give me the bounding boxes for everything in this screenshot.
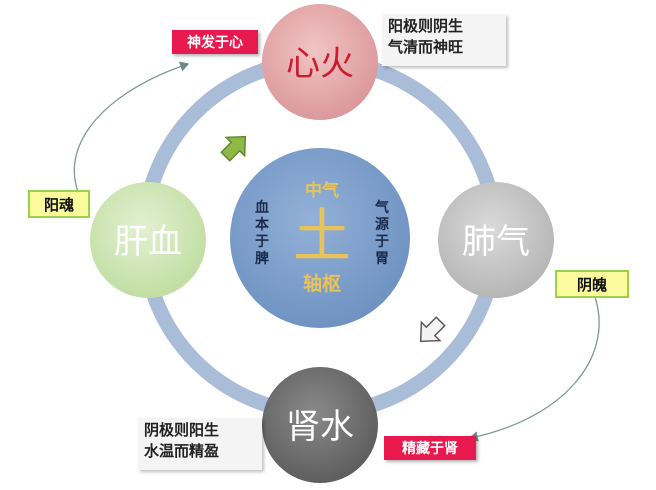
center-bottom-label: 轴枢 [303,272,341,295]
kidney-label: 肾水 [286,407,354,447]
gray-down-left-arrow-icon [419,316,446,343]
shen-fa-label: 神发于心 [172,30,258,54]
center-left-char: 于 [255,234,269,250]
jing-cang-label: 精藏于肾 [384,436,476,460]
center-right-char: 源 [375,217,389,233]
note-line: 阳极则阴生 [388,17,464,35]
note-line: 水温而精盈 [144,442,220,460]
center-left-char: 血 [255,200,269,216]
center-circle [230,148,410,328]
lung-node [438,182,554,298]
center-top-label: 中气 [305,180,339,201]
heart-node [262,4,378,120]
lung-label: 肺气 [462,222,530,262]
connector-yanghun-to-shenfa [73,61,190,193]
yang-hun-label: 阳魂 [28,190,90,218]
center-right-char: 气 [375,200,389,216]
center-left-char: 脾 [255,251,269,267]
center-left-char: 本 [255,217,269,233]
note-line: 阴极则阳生 [144,421,220,439]
connector-yinpo-to-jingcang [468,296,600,442]
bottom-left-note: 阴极则阳生 水温而精盈 [138,418,262,470]
kidney-node [262,367,378,483]
note-line: 气清而神旺 [388,38,464,56]
green-up-right-arrow-icon [220,135,247,162]
center-right-char: 胃 [375,251,389,267]
center-right-char: 于 [375,234,389,250]
liver-label: 肝血 [114,222,182,262]
top-right-note: 阳极则阴生 气清而神旺 [382,14,506,66]
center-left-vertical-text: 血 本 于 脾 [254,200,270,268]
center-main-label: 土 [293,202,351,270]
heart-label: 心火 [286,44,354,84]
liver-node [90,182,206,298]
center-right-vertical-text: 气 源 于 胃 [374,200,390,268]
yin-po-label: 阴魄 [555,270,629,298]
